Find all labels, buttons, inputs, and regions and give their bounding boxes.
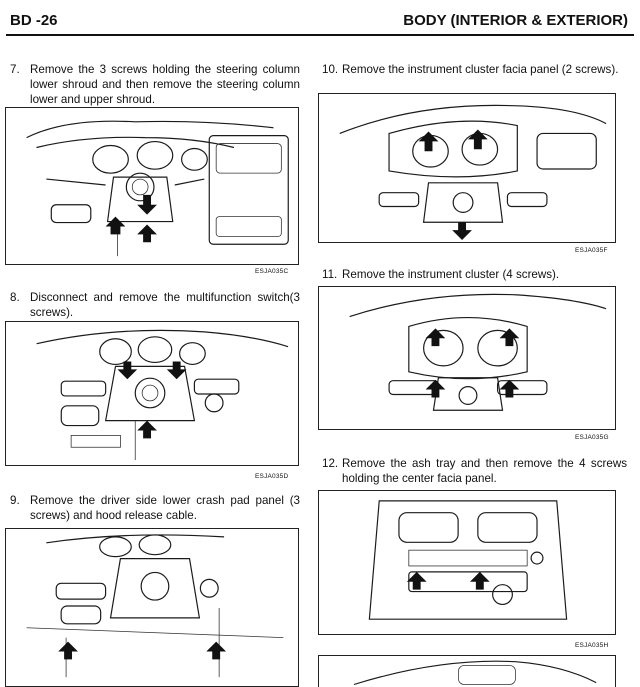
step-number: 10. (322, 63, 339, 76)
cluster-facia-illustration (339, 104, 607, 241)
step-number: 8. (10, 291, 20, 304)
figure-caption: ESJA035G (575, 434, 609, 441)
multifunction-switch-illustration (36, 329, 289, 461)
instrument-cluster-illustration (349, 293, 607, 411)
step-number: 12. (322, 457, 339, 470)
center-facia-illustration (368, 500, 568, 620)
figure-instrument-cluster (318, 286, 616, 430)
page-header: BD -26 BODY (INTERIOR & EXTERIOR) (0, 0, 640, 40)
step-text: Remove the 3 screws holding the steering… (30, 63, 300, 106)
figure-caption: ESJA035D (255, 473, 289, 480)
step-text: Remove the instrument cluster facia pane… (342, 63, 619, 76)
figure-multifunction-switch (5, 321, 299, 466)
figure-partial (318, 655, 616, 687)
step-number: 11. (322, 268, 338, 281)
figure-caption: ESJA035C (255, 268, 289, 275)
figure-lower-crash-pad (5, 528, 299, 687)
figure-cluster-facia (318, 93, 616, 243)
figure-caption: ESJA035H (575, 642, 609, 649)
step-text: Remove the ash tray and then remove the … (342, 457, 627, 485)
step-number: 7. (10, 63, 20, 76)
figure-center-facia (318, 490, 616, 635)
figure-steering-shroud (5, 107, 299, 265)
lower-crash-pad-illustration (26, 534, 284, 678)
partial-dashboard-illustration (353, 660, 597, 686)
step-text: Remove the instrument cluster (4 screws)… (342, 268, 560, 281)
step-number: 9. (10, 494, 20, 507)
page-number: BD -26 (10, 12, 58, 29)
figure-caption: ESJA035F (575, 247, 608, 254)
section-title: BODY (INTERIOR & EXTERIOR) (403, 12, 628, 29)
step-text: Disconnect and remove the multifunction … (30, 291, 300, 319)
steering-shroud-illustration (26, 120, 289, 257)
step-text: Remove the driver side lower crash pad p… (30, 494, 300, 522)
header-rule (6, 34, 634, 36)
